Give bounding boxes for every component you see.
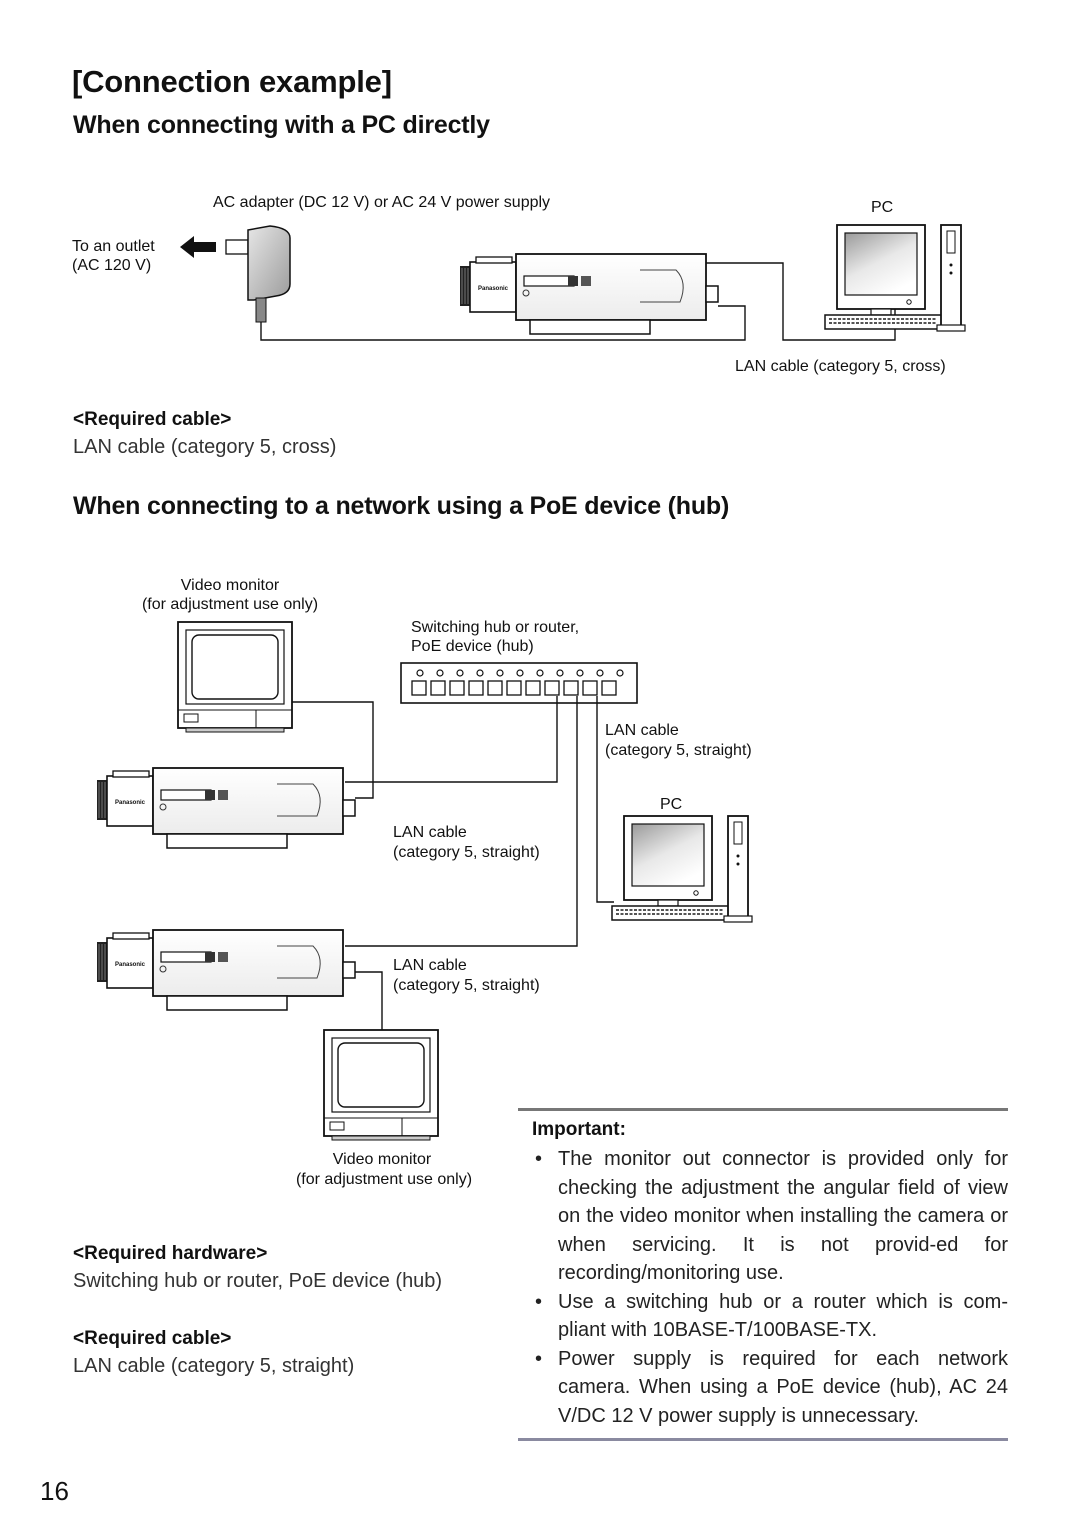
required-cable-text-2: LAN cable (category 5, straight) [73, 1355, 355, 1377]
important-item-3: •Power supply is required for each netwo… [518, 1345, 1008, 1431]
lan-cable-mid-label-sub: (category 5, straight) [393, 844, 540, 861]
hub-label-line2: PoE device (hub) [411, 638, 534, 655]
lan-cable-camera-b [345, 696, 578, 947]
bullet-icon: • [535, 1347, 543, 1370]
outlet-label-line1: To an outlet [72, 238, 155, 255]
pc-label-1: PC [871, 199, 894, 216]
page-title: [Connection example] [72, 64, 392, 99]
required-cable-text-1: LAN cable (category 5, cross) [73, 436, 337, 458]
required-cable-heading-2: <Required cable> [73, 1328, 232, 1349]
section2-title: When connecting to a network using a PoE… [73, 492, 730, 520]
important-list: •The monitor out connector is provided o… [518, 1145, 1008, 1430]
important-box: Important: •The monitor out connector is… [518, 1108, 1008, 1441]
ac-adapter-icon [225, 225, 291, 323]
required-hardware-heading: <Required hardware> [73, 1243, 268, 1264]
ac-adapter-label: AC adapter (DC 12 V) or AC 24 V power su… [213, 194, 551, 211]
important-heading: Important: [532, 1119, 626, 1140]
lan-cable-cross-label: LAN cable (category 5, cross) [735, 358, 946, 375]
lan-cable-mid-label: LAN cable [393, 824, 467, 841]
pc-label-2: PC [660, 796, 683, 813]
lan-cable-camera-a [345, 696, 558, 783]
required-hardware-text: Switching hub or router, PoE device (hub… [73, 1270, 443, 1292]
required-cable-heading-1: <Required cable> [73, 409, 232, 430]
network-camera-icon: Panasonic [459, 253, 719, 335]
video-monitor-bottom-label-sub: (for adjustment use only) [295, 1171, 473, 1188]
pc-icon [824, 224, 966, 332]
network-camera-icon: Panasonic [96, 929, 356, 1011]
svg-text:Panasonic: Panasonic [115, 962, 146, 968]
outlet-arrow-icon [180, 236, 216, 258]
video-cable-top [290, 701, 374, 799]
page-number: 16 [40, 1476, 69, 1506]
video-monitor-icon [323, 1029, 439, 1141]
lan-cable-hub-label: LAN cable [605, 722, 679, 739]
important-item-2: •Use a switching hub or a router which i… [518, 1288, 1008, 1345]
switching-hub-icon [400, 662, 638, 704]
outlet-label-line2: (AC 120 V) [72, 257, 152, 274]
important-item-1: •The monitor out connector is provided o… [518, 1145, 1008, 1288]
video-monitor-bottom-label: Video monitor [332, 1151, 432, 1168]
video-cable-bottom [355, 971, 383, 1032]
hub-label-line1: Switching hub or router, [411, 619, 580, 636]
power-cable [260, 305, 746, 341]
section1-title: When connecting with a PC directly [73, 111, 490, 139]
lan-cable-low-label-sub: (category 5, straight) [393, 977, 540, 994]
lan-cable-low-label: LAN cable [393, 957, 467, 974]
svg-text:Panasonic: Panasonic [478, 286, 509, 292]
bullet-icon: • [535, 1290, 543, 1313]
pc-icon [611, 815, 753, 923]
video-monitor-icon [177, 621, 293, 733]
video-monitor-top-label-sub: (for adjustment use only) [141, 596, 319, 613]
lan-cable-cross [706, 262, 896, 341]
lan-cable-hub-label-sub: (category 5, straight) [605, 742, 752, 759]
bullet-icon: • [535, 1148, 543, 1170]
video-monitor-top-label: Video monitor [180, 577, 280, 594]
svg-text:Panasonic: Panasonic [115, 800, 146, 806]
network-camera-icon: Panasonic [96, 767, 356, 849]
